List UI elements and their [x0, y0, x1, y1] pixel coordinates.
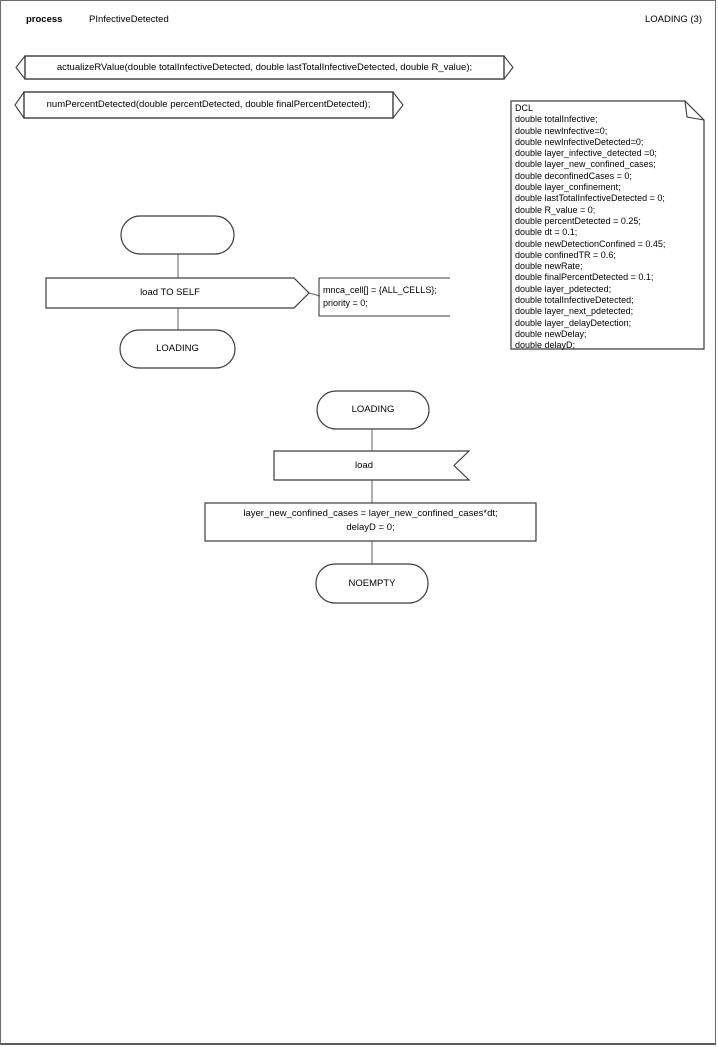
process-kind-label: process: [26, 14, 63, 25]
output-label: load TO SELF: [140, 287, 200, 298]
declaration-text: DCL double totalInfective; double newInf…: [515, 103, 666, 351]
declaration-note-symbol[interactable]: [510, 100, 705, 350]
input-symbol-load[interactable]: [273, 450, 471, 481]
signature-symbol-numPercentDetected[interactable]: [14, 91, 404, 119]
connector-output-to-comment: [308, 292, 321, 297]
signature2-left-chevron-icon: [14, 91, 25, 119]
output-symbol-load-to-self[interactable]: [45, 277, 310, 309]
signature1-box[interactable]: [24, 55, 505, 80]
declaration-note-outline[interactable]: [510, 100, 705, 350]
signature1-left-chevron-icon: [15, 55, 26, 80]
state-label-loading-left: LOADING: [156, 343, 199, 354]
task-text: layer_new_confined_cases = layer_new_con…: [243, 508, 498, 533]
process-name: PInfectiveDetected: [89, 14, 169, 25]
state-symbol-loading-main[interactable]: [316, 390, 430, 430]
state-label-loading-main: LOADING: [351, 404, 395, 415]
signature-symbol-actualizeRValue[interactable]: [15, 55, 514, 80]
signature1-right-chevron-icon: [503, 55, 514, 80]
input-label: load: [355, 460, 373, 471]
state-symbol-noempty[interactable]: [315, 563, 429, 604]
state-label-noempty: NOEMPTY: [348, 578, 396, 589]
task-symbol[interactable]: [204, 502, 537, 542]
comment-text: mnca_cell[] = {ALL_CELLS}; priority = 0;: [323, 285, 437, 308]
signature2-box[interactable]: [23, 91, 394, 119]
comment-bracket-symbol[interactable]: [318, 277, 450, 317]
state-symbol-loading-left[interactable]: [119, 329, 236, 369]
note-fold-corner-icon: [684, 100, 705, 121]
page-state-label: LOADING (3): [644, 14, 702, 25]
flow-connectors: [177, 254, 373, 564]
signature2-right-chevron-icon: [392, 91, 404, 119]
start-state-symbol[interactable]: [120, 215, 235, 255]
signature2-label: numPercentDetected(double percentDetecte…: [46, 99, 371, 110]
signature1-label: actualizeRValue(double totalInfectiveDet…: [56, 62, 473, 73]
